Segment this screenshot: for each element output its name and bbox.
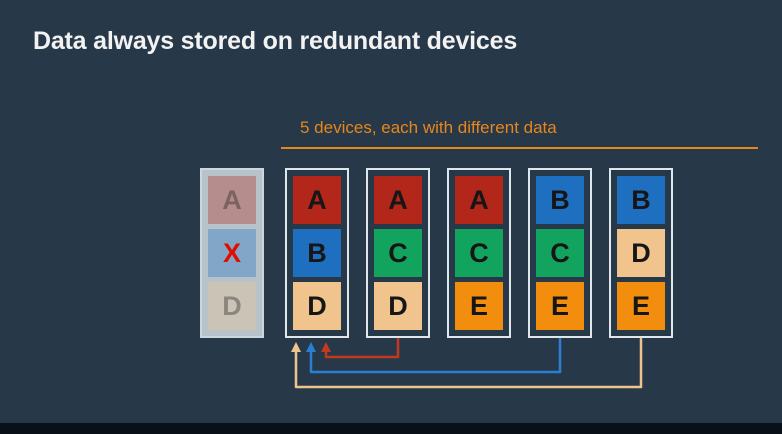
- failed-device-cell: X: [208, 229, 256, 277]
- data-block-letter: B: [307, 237, 327, 268]
- data-block: D: [374, 282, 422, 330]
- data-block-letter: A: [307, 184, 327, 215]
- recovery-arrow-blue: [306, 337, 562, 374]
- data-block-letter: D: [631, 237, 651, 268]
- data-block-letter: A: [469, 184, 489, 215]
- data-block: D: [293, 282, 341, 330]
- data-block: D: [617, 229, 665, 277]
- data-block: A: [293, 176, 341, 224]
- data-block-letter: B: [631, 184, 651, 215]
- recovery-arrow-tan: [291, 337, 643, 389]
- recovery-arrow-red: [321, 337, 400, 359]
- devices-caption: 5 devices, each with different data: [300, 118, 557, 137]
- data-block: C: [536, 229, 584, 277]
- data-block: E: [455, 282, 503, 330]
- failed-device-cell: D: [208, 282, 256, 330]
- bottom-bar: [0, 423, 782, 434]
- slide-title: Data always stored on redundant devices: [33, 27, 518, 55]
- data-block-letter: D: [222, 290, 242, 321]
- data-block-letter: C: [388, 237, 408, 268]
- data-block: B: [617, 176, 665, 224]
- data-block: A: [455, 176, 503, 224]
- failed-x-mark: X: [222, 237, 241, 268]
- caption-underline: [281, 147, 758, 149]
- data-block: B: [536, 176, 584, 224]
- data-block-letter: E: [550, 290, 569, 321]
- data-block: E: [617, 282, 665, 330]
- data-block-letter: C: [550, 237, 570, 268]
- data-block-letter: D: [388, 290, 408, 321]
- data-block-letter: A: [222, 184, 242, 215]
- data-block-letter: E: [631, 290, 650, 321]
- data-block: C: [374, 229, 422, 277]
- data-block: E: [536, 282, 584, 330]
- data-block-letter: A: [388, 184, 408, 215]
- data-block: A: [374, 176, 422, 224]
- data-block: C: [455, 229, 503, 277]
- failed-device-cell: A: [208, 176, 256, 224]
- data-block-letter: B: [550, 184, 570, 215]
- data-block-letter: D: [307, 290, 327, 321]
- data-block-letter: C: [469, 237, 489, 268]
- data-block-letter: E: [469, 290, 488, 321]
- data-block: B: [293, 229, 341, 277]
